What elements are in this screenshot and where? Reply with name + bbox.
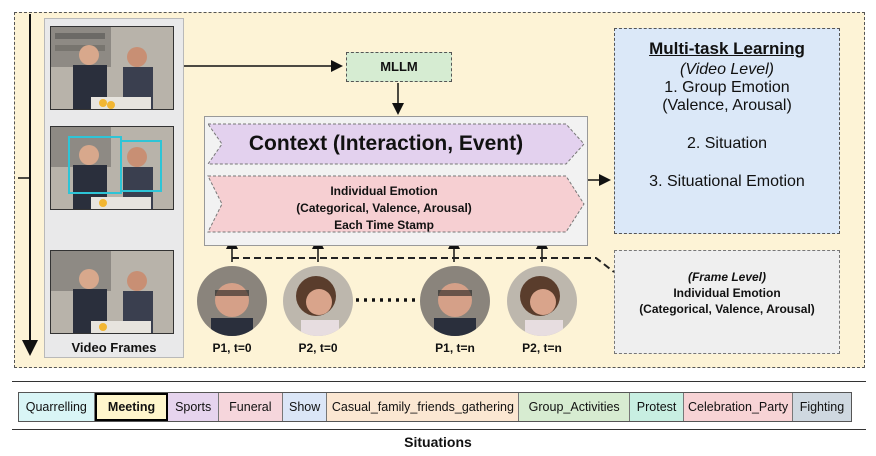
frame-level-line1: (Frame Level) <box>687 270 767 284</box>
video-frame-image <box>51 251 173 333</box>
situation-celebration-party: Celebration_Party <box>684 393 793 421</box>
frame-level-line2: Individual Emotion <box>673 286 781 300</box>
multitask-learning-box: Multi-task Learning (Video Level) 1. Gro… <box>614 28 840 234</box>
situation-funeral: Funeral <box>218 393 283 421</box>
video-frame-image <box>51 27 173 109</box>
face-label-p1-t0: P1, t=0 <box>212 341 252 355</box>
situations-title: Situations <box>404 434 472 450</box>
face-p1-t0 <box>197 266 267 336</box>
individual-emotion-line1: Individual Emotion <box>330 184 438 198</box>
face-image <box>507 266 577 336</box>
situation-casual-family-friends-gathering: Casual_family_friends_gathering <box>327 393 520 421</box>
situation-meeting: Meeting <box>94 393 169 421</box>
frame-level-box: (Frame Level) Individual Emotion (Catego… <box>614 250 840 354</box>
face-p2-t0 <box>283 266 353 336</box>
situation-quarrelling: Quarrelling <box>19 393 95 421</box>
divider-top <box>12 381 866 382</box>
situation-show: Show <box>282 393 328 421</box>
situation-sports: Sports <box>168 393 219 421</box>
situation-fighting: Fighting <box>792 393 852 421</box>
video-frame-image <box>51 127 173 209</box>
individual-emotion-banner <box>207 175 585 233</box>
video-frame-2 <box>50 126 174 210</box>
multitask-item-3: 3. Situational Emotion <box>649 173 805 190</box>
context-shapes <box>207 123 585 233</box>
multitask-item-1b: (Valence, Arousal) <box>662 97 792 114</box>
video-frame-1 <box>50 26 174 110</box>
face-label-p2-t0: P2, t=0 <box>298 341 338 355</box>
individual-emotion-line3: Each Time Stamp <box>334 218 434 232</box>
video-frames-label: Video Frames <box>71 340 157 355</box>
context-banner <box>207 123 585 165</box>
multitask-item-2: 2. Situation <box>686 135 768 152</box>
face-p2-tn <box>507 266 577 336</box>
face-image <box>420 266 490 336</box>
face-p1-tn <box>420 266 490 336</box>
context-label: Context (Interaction, Event) <box>248 132 524 155</box>
face-label-p2-tn: P2, t=n <box>522 341 562 355</box>
multitask-title: Multi-task Learning <box>649 39 805 58</box>
individual-emotion-line2: (Categorical, Valence, Arousal) <box>296 201 472 215</box>
multitask-item-1: 1. Group Emotion <box>664 79 790 96</box>
multitask-subtitle: (Video Level) <box>680 61 774 78</box>
mllm-box: MLLM <box>346 52 452 82</box>
frame-level-line3: (Categorical, Valence, Arousal) <box>639 302 815 316</box>
face-image <box>283 266 353 336</box>
face-label-p1-tn: P1, t=n <box>435 341 475 355</box>
individual-emotion-text: Individual Emotion (Categorical, Valence… <box>224 183 544 234</box>
situation-group-activities: Group_Activities <box>519 393 630 421</box>
video-frame-n <box>50 250 174 334</box>
situation-protest: Protest <box>629 393 685 421</box>
face-image <box>197 266 267 336</box>
divider-bottom <box>12 429 866 430</box>
